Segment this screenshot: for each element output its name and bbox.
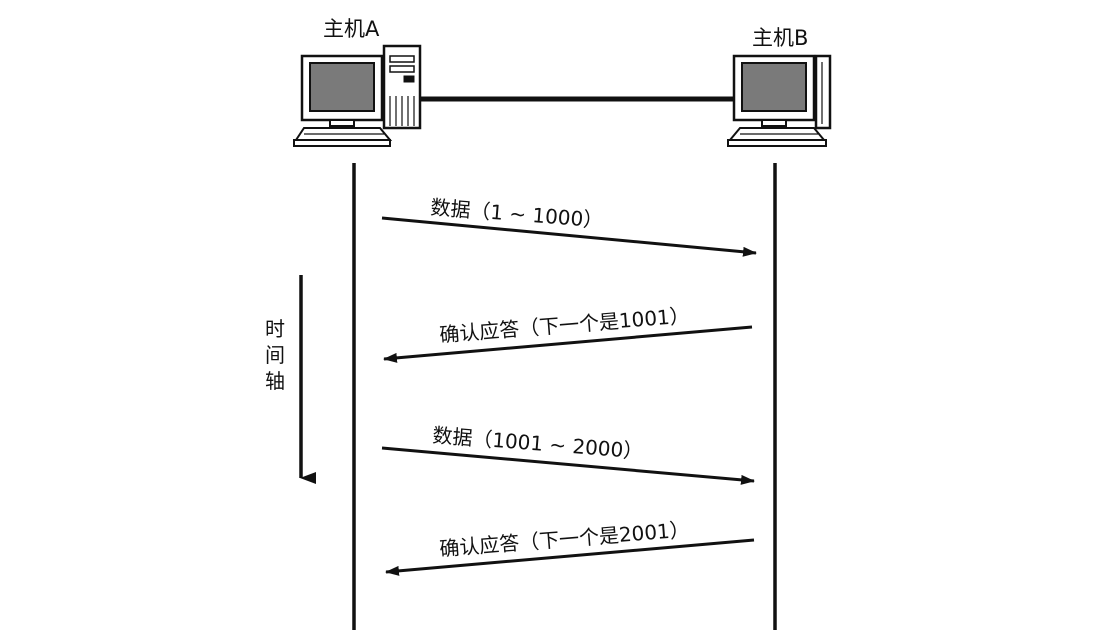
message-arrow-3	[381, 446, 755, 485]
message-arrow-2	[383, 325, 753, 363]
message-arrow-4	[385, 538, 755, 576]
host-a-label: 主机A	[323, 17, 380, 41]
time-axis-char-1: 时	[265, 317, 285, 341]
time-axis-char-3: 轴	[265, 369, 285, 393]
message-label-2: 确认应答（下一个是1001）	[439, 303, 691, 347]
message-label-3: 数据（1001 ~ 2000）	[432, 423, 645, 464]
time-axis-char-2: 间	[265, 343, 285, 367]
message-label-4: 确认应答（下一个是2001）	[439, 517, 691, 561]
host-b-computer-icon	[727, 54, 832, 147]
message-arrow-1	[381, 216, 757, 257]
host-a-computer-icon	[293, 44, 422, 147]
message-label-1: 数据（1 ~ 1000）	[430, 195, 604, 233]
host-b-label: 主机B	[752, 26, 808, 50]
